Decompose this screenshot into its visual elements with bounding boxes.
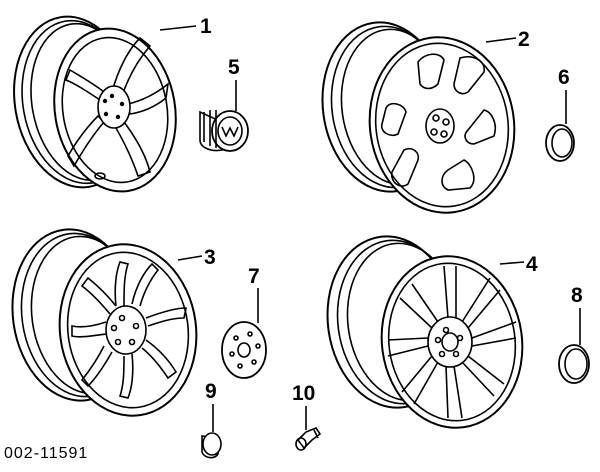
- valve-stem-icon[interactable]: [295, 427, 322, 451]
- wheel-4[interactable]: [317, 228, 534, 437]
- document-id: 002-11591: [4, 445, 88, 462]
- wheel-1[interactable]: [1, 7, 188, 201]
- wheel-2[interactable]: [312, 14, 526, 222]
- center-cap-6[interactable]: [545, 124, 575, 162]
- label-1: 1: [200, 15, 212, 38]
- label-6: 6: [558, 66, 570, 89]
- label-7: 7: [248, 265, 260, 288]
- label-8: 8: [571, 284, 583, 307]
- center-cap-7[interactable]: [221, 321, 267, 379]
- wheel-3[interactable]: [2, 221, 208, 424]
- label-3: 3: [204, 246, 216, 269]
- center-cap-8[interactable]: [558, 344, 590, 384]
- label-5: 5: [228, 56, 240, 79]
- label-2: 2: [518, 28, 530, 51]
- label-9: 9: [205, 380, 217, 403]
- label-4: 4: [526, 253, 538, 276]
- lug-nut-icon[interactable]: [201, 432, 222, 459]
- label-10: 10: [292, 382, 315, 405]
- center-cap-5[interactable]: [199, 110, 249, 152]
